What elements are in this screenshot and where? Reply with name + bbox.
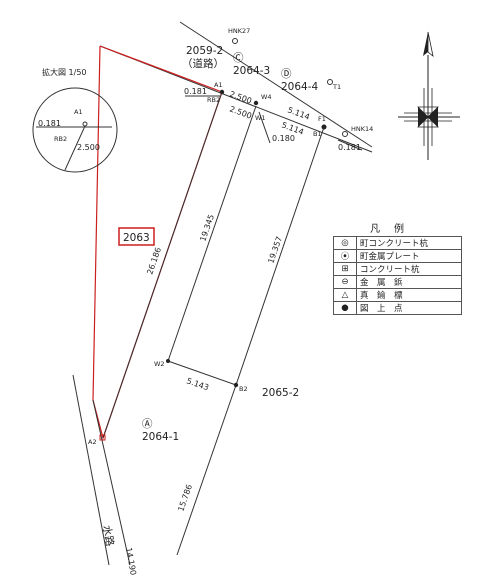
- dim-5114-a: 5.114: [286, 105, 311, 121]
- dim-14190: 14.190: [124, 547, 138, 576]
- legend-row: ⊖金 属 鋲: [333, 275, 462, 289]
- dim-15786: 15.786: [176, 483, 194, 512]
- legend-symbol-icon: △: [333, 288, 357, 302]
- parcel-d-number: 2064-4: [281, 81, 319, 93]
- enlargement-line-diag: [64, 125, 86, 171]
- legend-symbol-icon: ●: [333, 301, 357, 315]
- label-a1: A1: [214, 81, 223, 89]
- legend-label: 町コンクリート杭: [356, 236, 462, 250]
- dim-0180: 0.180: [272, 134, 295, 143]
- dim-19357: 19.357: [266, 235, 284, 264]
- parcel-south-number: 2065-2: [262, 387, 299, 399]
- parcel-d-mark: Ⓓ: [281, 68, 292, 80]
- legend-symbol-icon: ◎: [333, 236, 357, 250]
- label-hnk27: HNK27: [228, 27, 250, 35]
- dim-0181-top: 0.181: [184, 87, 207, 96]
- legend-label: 金 属 鋲: [356, 275, 462, 289]
- legend-symbol-icon: ⊖: [333, 275, 357, 289]
- waterway-label: 水路: [100, 524, 117, 547]
- legend-symbol-icon: ⦿: [333, 249, 357, 263]
- subject-parcel-number: 2063: [123, 232, 150, 244]
- label-w1: W1: [255, 114, 266, 122]
- label-b2: B2: [239, 385, 248, 393]
- legend-table: ◎町コンクリート杭⦿町金属プレート⊞コンクリート杭⊖金 属 鋲△真 鍮 標●図 …: [333, 236, 462, 315]
- label-b1: B1: [313, 130, 322, 138]
- dim-19345: 19.345: [198, 213, 216, 242]
- marker-w2: [166, 359, 170, 363]
- legend-row: ●図 上 点: [333, 301, 462, 315]
- label-t1: T1: [332, 83, 341, 91]
- marker-w4: [253, 100, 259, 106]
- legend-row: ⊞コンクリート杭: [333, 262, 462, 276]
- legend-row: ⦿町金属プレート: [333, 249, 462, 263]
- enlargement-title: 拡大図 1/50: [42, 67, 87, 77]
- dim-5143: 5.143: [185, 376, 210, 392]
- waterway-line-left: [72, 374, 110, 566]
- line-a1-a2: [102, 91, 223, 439]
- line-b1-b2: [235, 126, 325, 386]
- marker-hnk14: [342, 131, 348, 137]
- marker-f1: [321, 124, 327, 130]
- enlargement-point-a1: [82, 121, 88, 127]
- marker-b2: [233, 382, 239, 388]
- legend-label: 真 鍮 標: [356, 288, 462, 302]
- parcel-road-number: 2059-2: [186, 45, 223, 57]
- enlargement-circle: [32, 87, 118, 173]
- dim-0181-right: 0.181: [338, 143, 361, 152]
- legend-symbol-icon: ⊞: [333, 262, 357, 276]
- line-w1-w2: [167, 105, 257, 362]
- line-b2-south: [176, 384, 237, 556]
- marker-t1: [327, 79, 333, 85]
- legend-row: △真 鍮 標: [333, 288, 462, 302]
- parcel-a-number: 2064-1: [142, 431, 179, 443]
- dim-2500-top: 2.500: [228, 89, 253, 105]
- leader-w1: [258, 111, 271, 144]
- legend-title: 凡例: [370, 224, 418, 235]
- north-arrow-icon: [398, 31, 460, 160]
- label-f1: F1: [318, 115, 326, 123]
- leader-right: [337, 139, 363, 151]
- parcel-a-mark: Ⓐ: [142, 418, 153, 430]
- waterway-line-right: [92, 399, 131, 566]
- enlargement-dim-b: 2.500: [77, 143, 100, 152]
- marker-a1: [219, 89, 225, 95]
- road-boundary-upper: [179, 21, 373, 148]
- label-a2: A2: [88, 438, 97, 446]
- legend-label: 町金属プレート: [356, 249, 462, 263]
- parcel-c-number: 2064-3: [233, 65, 270, 77]
- legend-label: コンクリート杭: [356, 262, 462, 276]
- dim-2500-bottom: 2.500: [228, 104, 253, 120]
- parcel-road-name: （道路）: [182, 57, 224, 70]
- legend-label: 図 上 点: [356, 301, 462, 315]
- marker-hnk27: [232, 38, 238, 44]
- legend-row: ◎町コンクリート杭: [333, 236, 462, 250]
- label-hnk14: HNK14: [351, 125, 373, 133]
- parcel-c-mark: Ⓒ: [233, 52, 244, 64]
- label-rb2: RB2: [207, 96, 220, 104]
- enlargement-label-rb2: RB2: [54, 135, 67, 143]
- enlargement-label-a1: A1: [74, 108, 83, 116]
- enlargement-dim-a: 0.181: [38, 119, 61, 128]
- marker-a2: [99, 434, 106, 441]
- subject-parcel-box: [118, 227, 155, 246]
- line-w2-b2: [167, 360, 237, 386]
- label-w4: W4: [261, 93, 272, 101]
- label-w2: W2: [154, 360, 165, 368]
